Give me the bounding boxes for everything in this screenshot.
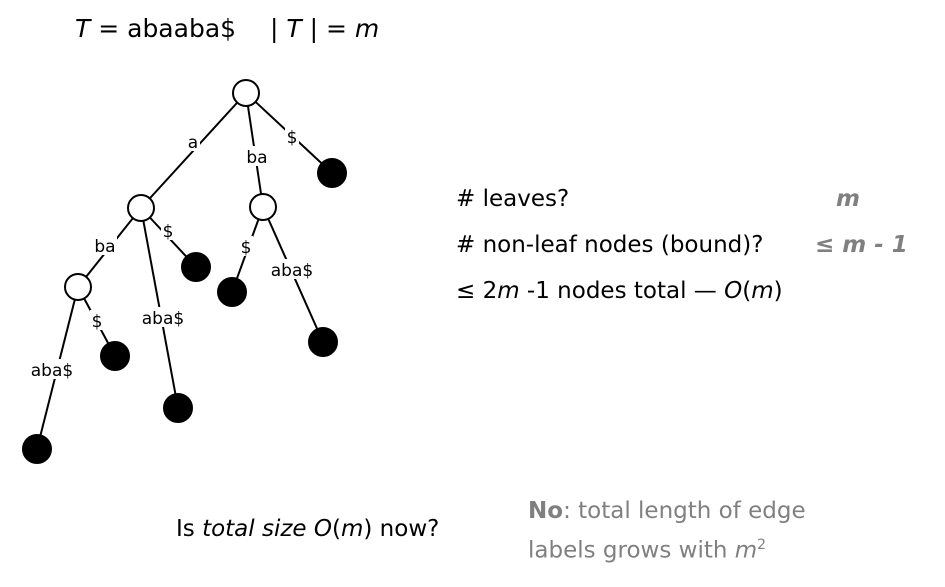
size-answer: No: total length of edge labels grows wi… — [528, 494, 806, 568]
title-t2: T — [286, 14, 302, 43]
leaf-node — [317, 158, 347, 188]
q1: Is — [176, 516, 203, 542]
internal-node — [64, 273, 92, 301]
title-bar: | — [270, 14, 287, 43]
edge-label: $ — [241, 238, 252, 258]
edge-label: ba — [94, 237, 115, 257]
size-question: Is total size O(m) now? — [176, 516, 439, 542]
title-bar2: | = — [301, 14, 355, 43]
q5: ) now? — [363, 516, 440, 542]
q3: ( — [332, 516, 341, 542]
edge-label: aba$ — [31, 361, 73, 381]
answer-sup: 2 — [757, 537, 767, 553]
q2: total size O — [202, 516, 332, 542]
edge-label: ba — [246, 148, 267, 168]
leaves-answer-text: m — [836, 186, 860, 212]
leaves-answer: m — [836, 186, 860, 212]
leaf-node — [308, 327, 338, 357]
edge-label-bg — [270, 259, 314, 279]
answer-no: No — [528, 498, 564, 524]
internal-node — [232, 79, 260, 107]
title-string: = abaaba$ — [90, 14, 237, 43]
leaves-question: # leaves? — [456, 186, 570, 212]
answer-line2: labels grows with — [528, 537, 735, 564]
edge-label-bg — [93, 235, 117, 255]
t3: -1 nodes total — — [519, 278, 725, 304]
q4: m — [340, 516, 364, 542]
leaf-node — [181, 252, 211, 282]
nonleaf-answer-text: ≤ m - 1 — [815, 232, 908, 258]
edge-label-bg — [161, 220, 175, 240]
edge-label-bg — [245, 146, 269, 166]
edge-label-bg — [239, 236, 253, 256]
edge-label-bg — [30, 359, 74, 379]
t7: ) — [773, 278, 783, 304]
suffix-tree: aba$ba$aba$$aba$$aba$ — [22, 79, 347, 464]
t4: O — [724, 278, 743, 304]
internal-node — [127, 194, 155, 222]
leaf-node — [217, 277, 247, 307]
internal-node — [249, 193, 277, 221]
title-t: T — [75, 14, 91, 43]
t5: ( — [742, 278, 752, 304]
edge-label-bg — [90, 310, 104, 330]
edge-label: aba$ — [142, 309, 184, 329]
t1: ≤ 2 — [456, 278, 498, 304]
edge-label-bg — [186, 131, 200, 151]
title-m: m — [354, 14, 380, 43]
nonleaf-question: # non-leaf nodes (bound)? — [456, 232, 764, 258]
edge-label-bg — [285, 126, 299, 146]
leaf-node — [22, 434, 52, 464]
leaf-node — [100, 341, 130, 371]
title: T = abaaba$ | T | = m — [75, 14, 379, 43]
answer-m: m — [734, 537, 758, 564]
edge-label: $ — [92, 312, 103, 332]
leaf-node — [163, 393, 193, 423]
answer-rest: : total length of edge — [563, 498, 806, 524]
edge-label: a — [188, 133, 198, 153]
t2: m — [497, 278, 520, 304]
total-nodes: ≤ 2m -1 nodes total — O(m) — [456, 278, 783, 304]
t6: m — [751, 278, 774, 304]
edge-label: $ — [287, 128, 298, 148]
nonleaf-answer: ≤ m - 1 — [815, 232, 908, 258]
edge-label-bg — [141, 307, 185, 327]
edge-label: aba$ — [271, 261, 313, 281]
edge-label: $ — [163, 222, 174, 242]
